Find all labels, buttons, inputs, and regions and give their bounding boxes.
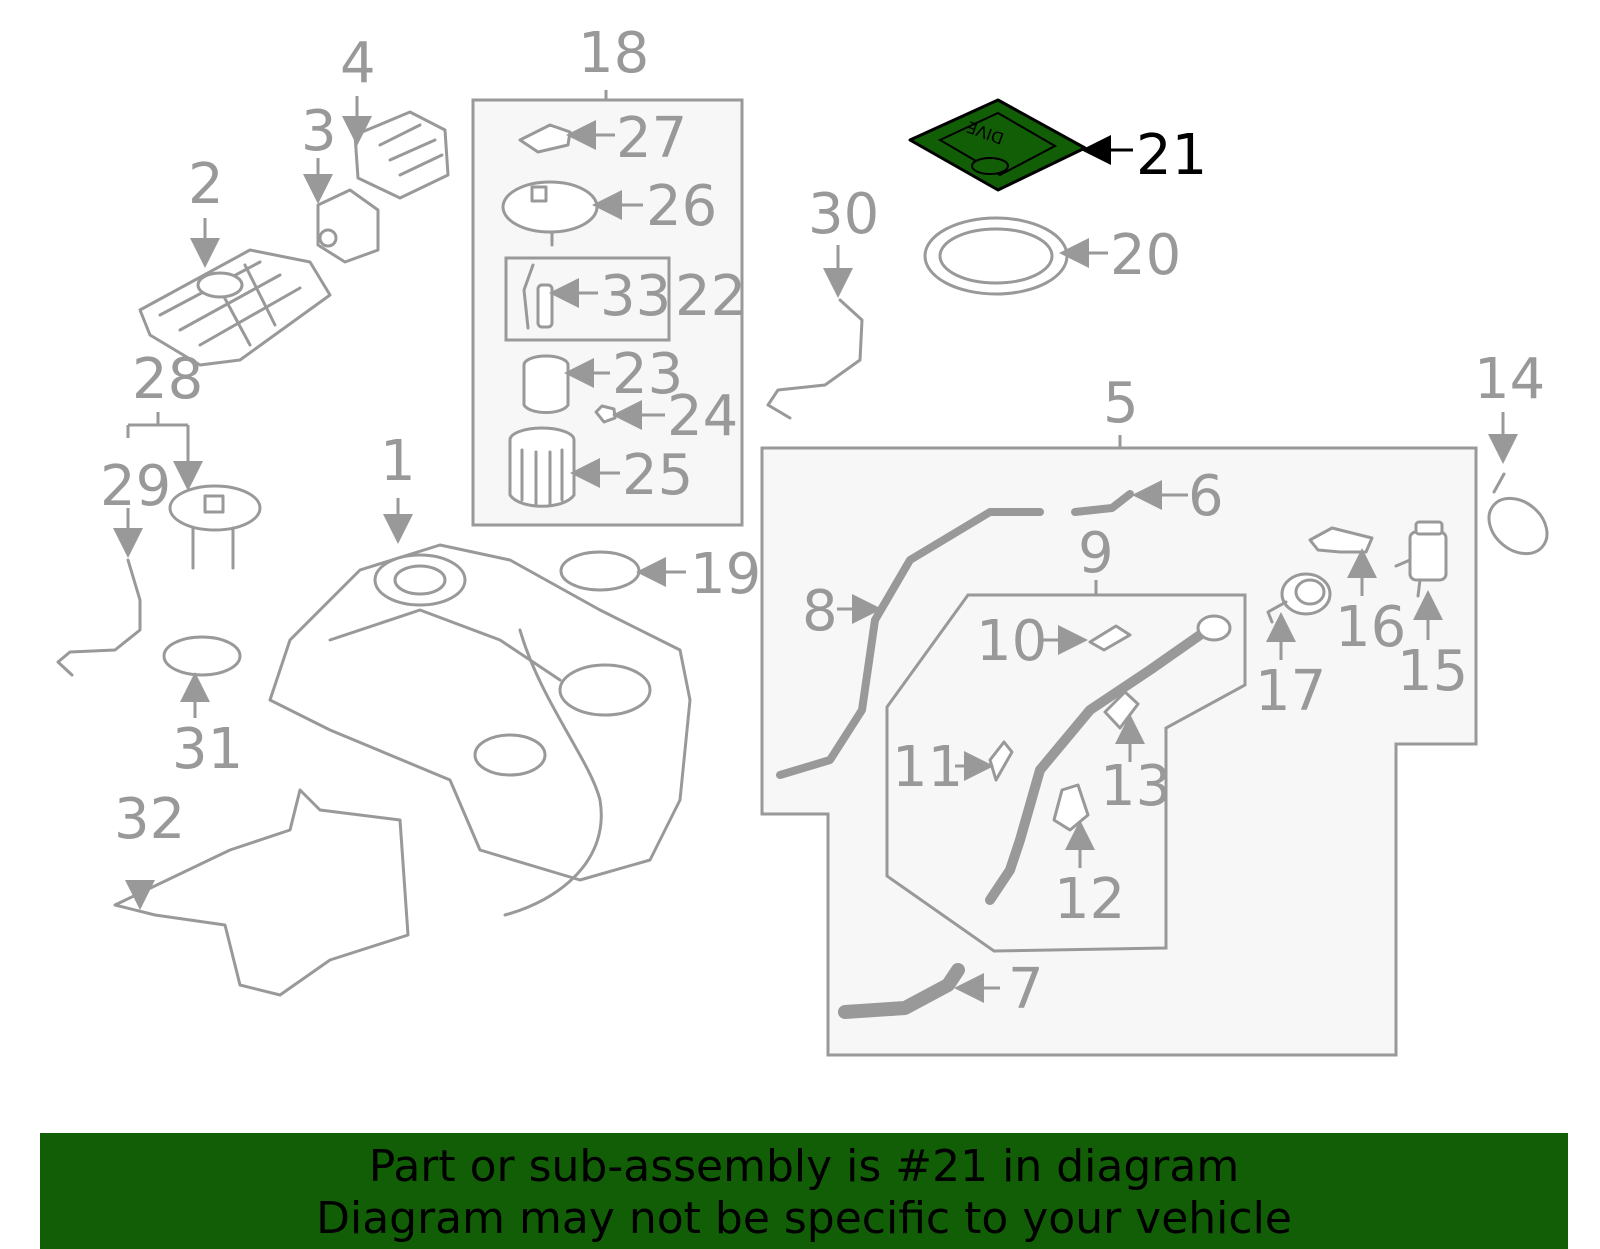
callout-8: 8: [802, 579, 838, 644]
callout-5: 5: [1103, 371, 1139, 436]
callout-2: 2: [188, 152, 224, 217]
callout-23: 23: [612, 342, 683, 407]
callout-6: 6: [1188, 464, 1224, 529]
callout-26: 26: [646, 174, 717, 239]
callout-25: 25: [622, 443, 693, 508]
callout-22: 22: [675, 264, 746, 329]
callout-4: 4: [340, 31, 376, 96]
group-box-9: [885, 593, 1247, 953]
callout-13: 13: [1100, 754, 1171, 819]
callout-33: 33: [600, 264, 671, 329]
callout-27: 27: [616, 106, 687, 171]
callout-1: 1: [380, 429, 416, 494]
callout-18: 18: [578, 21, 649, 86]
lock-ring-part-20: [923, 216, 1069, 296]
clip-part-11: [988, 740, 1014, 782]
heat-shield-part-32: [113, 788, 410, 997]
callout-15: 15: [1397, 639, 1468, 704]
callout-28: 28: [132, 347, 203, 412]
hose-part-7: [838, 963, 965, 1019]
reservoir-part-25: [508, 426, 576, 508]
flange-part-26: [501, 180, 599, 247]
info-banner: Part or sub-assembly is #21 in diagram D…: [40, 1133, 1568, 1249]
callout-10: 10: [976, 609, 1047, 674]
callout-21: 21: [1136, 123, 1207, 188]
banner-line-2: Diagram may not be specific to your vehi…: [316, 1193, 1292, 1244]
group-box-22: [504, 256, 671, 342]
callout-29: 29: [100, 454, 171, 519]
o-ring-part-31: [162, 635, 242, 677]
valve-part-15: [1394, 520, 1448, 598]
fuel-tank-part: [268, 543, 692, 917]
valve-part-17: [1266, 572, 1332, 624]
sender-part-28: [168, 484, 262, 570]
callout-31: 31: [172, 717, 243, 782]
hose-part-6: [1071, 490, 1134, 516]
callout-12: 12: [1054, 867, 1125, 932]
evap-canister-part: [138, 248, 332, 367]
filter-part-23: [522, 354, 570, 414]
fuel-tank-cover-part-21: DIVE: [908, 98, 1087, 192]
clip-part-10: [1088, 624, 1132, 652]
callout-16: 16: [1335, 595, 1406, 660]
callout-24: 24: [667, 384, 738, 449]
callout-11: 11: [892, 735, 963, 800]
callout-9: 9: [1078, 521, 1114, 586]
callout-7: 7: [1008, 957, 1044, 1022]
harness-part-29: [56, 558, 142, 677]
fuel-cap-part-14: [1487, 472, 1549, 556]
bracket-part-4: [353, 110, 450, 200]
filler-neck-part-9: [985, 623, 1215, 905]
callout-20: 20: [1110, 223, 1181, 288]
callout-32: 32: [114, 787, 185, 852]
callout-19: 19: [690, 542, 761, 607]
callout-30: 30: [808, 182, 879, 247]
filler-neck-cap-end: [1196, 614, 1232, 642]
callout-3: 3: [301, 99, 337, 164]
purge-valve-part: [316, 188, 380, 264]
callout-17: 17: [1255, 659, 1326, 724]
harness-part-30: [766, 298, 864, 420]
banner-line-1: Part or sub-assembly is #21 in diagram: [368, 1141, 1240, 1192]
callout-14: 14: [1474, 347, 1545, 412]
o-ring-part-19: [559, 550, 641, 592]
